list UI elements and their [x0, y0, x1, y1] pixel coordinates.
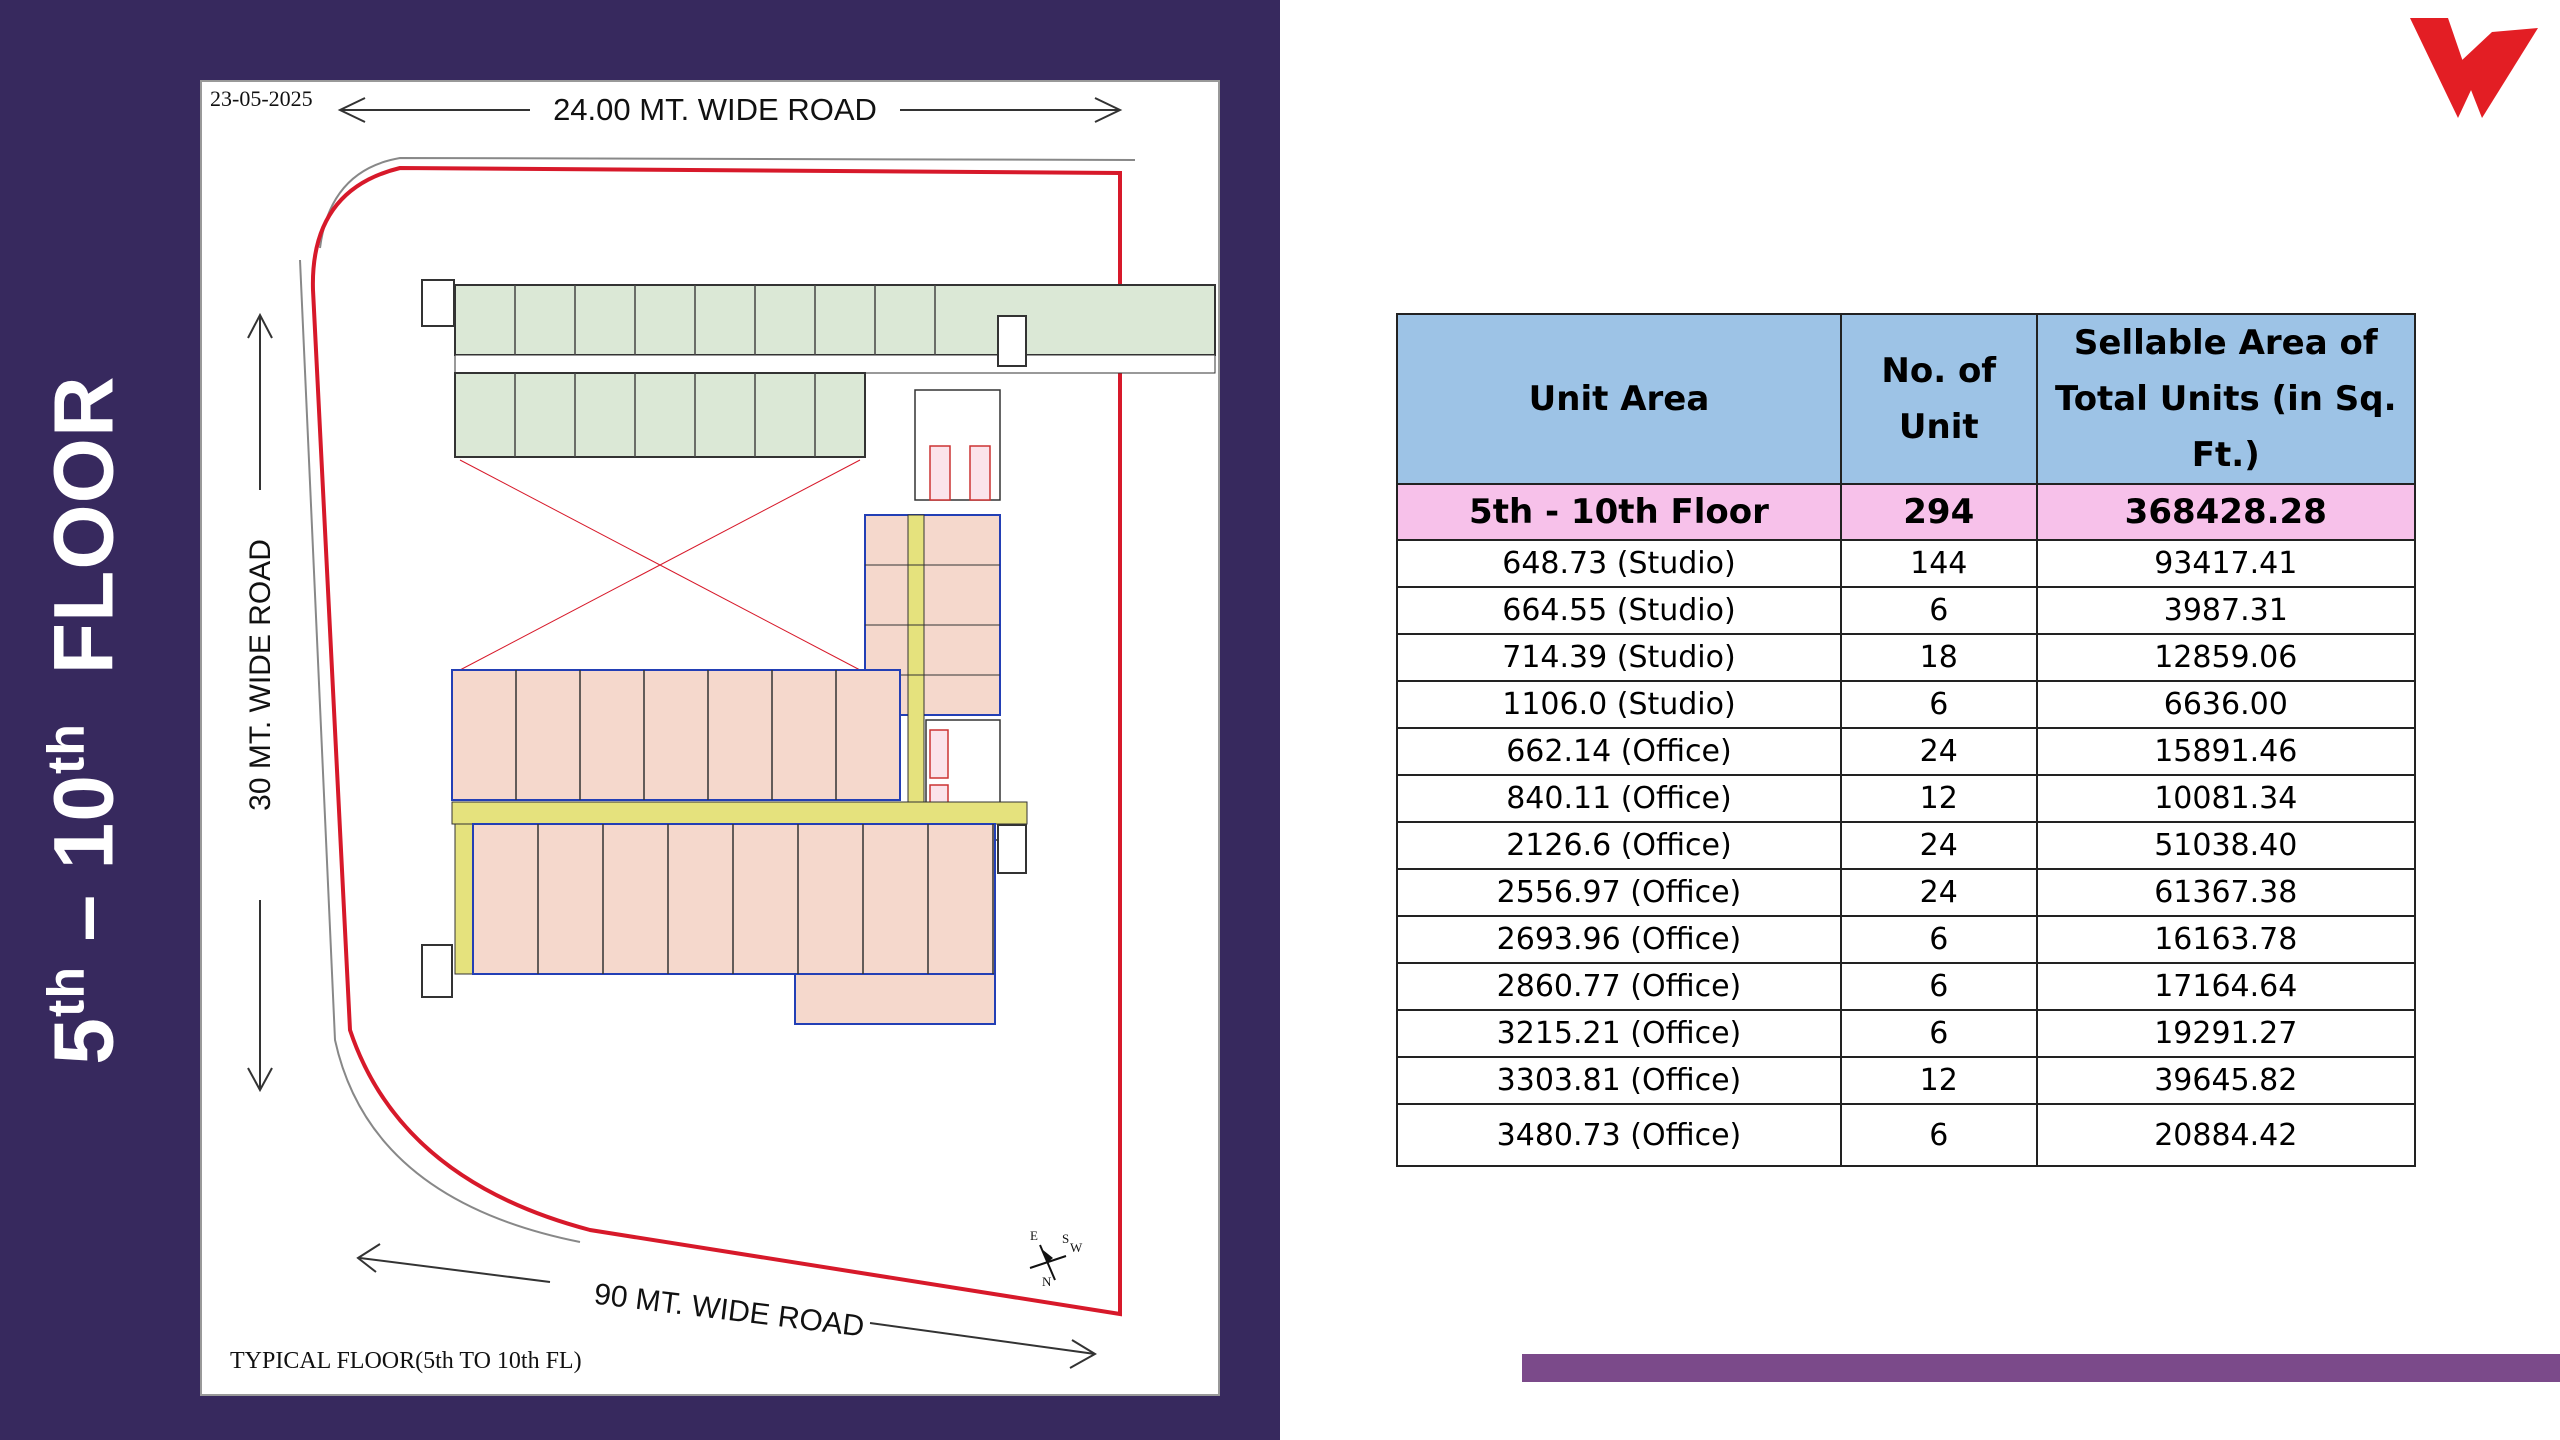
unit-area-cell: 1106.0 (Studio)	[1396, 680, 1842, 729]
unit-area-cell: 714.39 (Studio)	[1396, 633, 1842, 682]
unit-count-cell: 24	[1839, 821, 2038, 870]
sellable-area-cell: 15891.46	[2035, 727, 2417, 776]
floor-plan-drawing: 23-05-2025 24.00 MT. WIDE ROAD 30 MT. WI…	[200, 80, 1220, 1396]
left-road-arrow	[247, 312, 273, 1093]
bottom-road-arrow	[356, 1243, 1097, 1369]
top-road-label: 24.00 MT. WIDE ROAD	[553, 92, 877, 127]
unit-area-cell: 2693.96 (Office)	[1396, 915, 1842, 964]
compass-e: E	[1030, 1228, 1038, 1243]
unit-area-cell: 662.14 (Office)	[1396, 727, 1842, 776]
sellable-area-cell: 39645.82	[2035, 1056, 2417, 1105]
unit-area-cell: 3480.73 (Office)	[1396, 1103, 1842, 1167]
unit-area-cell: 3215.21 (Office)	[1396, 1009, 1842, 1058]
unit-count-cell: 18	[1839, 633, 2038, 682]
sellable-area-cell: 12859.06	[2035, 633, 2417, 682]
summary-area: 368428.28	[2035, 483, 2417, 541]
table-header-row: Unit Area No. of Unit Sellable Area of T…	[1396, 313, 2417, 485]
unit-area-cell: 2556.97 (Office)	[1396, 868, 1842, 917]
unit-count-cell: 12	[1839, 1056, 2038, 1105]
upper-studio-block	[421, 279, 1216, 501]
sellable-area-cell: 61367.38	[2035, 868, 2417, 917]
open-cutout	[459, 459, 861, 671]
middle-office-block	[451, 669, 901, 801]
unit-count-cell: 6	[1839, 915, 2038, 964]
header-unit-area: Unit Area	[1396, 313, 1842, 485]
lower-office-block	[421, 823, 1027, 1025]
left-panel: 5th – 10th FLOOR 23-05-2025 24.00 MT. WI…	[0, 0, 1280, 1440]
unit-area-table: Unit Area No. of Unit Sellable Area of T…	[1396, 313, 2417, 1167]
plan-date: 23-05-2025	[210, 86, 313, 111]
compass-w: W	[1070, 1240, 1083, 1255]
sellable-area-cell: 51038.40	[2035, 821, 2417, 870]
unit-area-cell: 3303.81 (Office)	[1396, 1056, 1842, 1105]
floor-plan-card: 23-05-2025 24.00 MT. WIDE ROAD 30 MT. WI…	[200, 80, 1220, 1396]
unit-count-cell: 6	[1839, 586, 2038, 635]
unit-area-cell: 2860.77 (Office)	[1396, 962, 1842, 1011]
left-road-label: 30 MT. WIDE ROAD	[244, 539, 277, 811]
sellable-area-cell: 6636.00	[2035, 680, 2417, 729]
top-road-arrow	[337, 97, 1123, 123]
sellable-area-cell: 17164.64	[2035, 962, 2417, 1011]
plan-caption: TYPICAL FLOOR(5th TO 10th FL)	[230, 1348, 582, 1374]
unit-count-cell: 6	[1839, 962, 2038, 1011]
unit-area-cell: 840.11 (Office)	[1396, 774, 1842, 823]
title-part-1: 5	[36, 1016, 131, 1065]
sellable-area-cell: 19291.27	[2035, 1009, 2417, 1058]
summary-label: 5th - 10th Floor	[1396, 483, 1842, 541]
unit-count-cell: 24	[1839, 727, 2038, 776]
title-sup-2: th	[37, 722, 96, 775]
unit-count-cell: 24	[1839, 868, 2038, 917]
sellable-area-cell: 20884.42	[2035, 1103, 2417, 1167]
summary-row: 5th - 10th Floor 294 368428.28	[1396, 483, 2417, 541]
sellable-area-cell: 93417.41	[2035, 539, 2417, 588]
accent-bar	[1522, 1354, 2560, 1382]
site-boundary	[310, 165, 1122, 1317]
logo-left-chevron	[2410, 18, 2472, 118]
unit-count-cell: 6	[1839, 680, 2038, 729]
header-sellable-area: Sellable Area of Total Units (in Sq. Ft.…	[2035, 313, 2417, 485]
sellable-area-cell: 10081.34	[2035, 774, 2417, 823]
unit-count-cell: 144	[1839, 539, 2038, 588]
brand-logo	[2410, 18, 2538, 118]
vertical-floor-title: 5th – 10th FLOOR	[36, 375, 133, 1064]
unit-count-cell: 12	[1839, 774, 2038, 823]
unit-area-cell: 2126.6 (Office)	[1396, 821, 1842, 870]
unit-count-cell: 6	[1839, 1009, 2038, 1058]
bottom-road-label: 90 MT. WIDE ROAD	[592, 1278, 866, 1344]
unit-area-cell: 664.55 (Studio)	[1396, 586, 1842, 635]
logo-right-chevron	[2460, 28, 2538, 118]
sellable-area-cell: 16163.78	[2035, 915, 2417, 964]
sellable-area-cell: 3987.31	[2035, 586, 2417, 635]
office-corridor	[451, 801, 1028, 825]
compass-rose: S W N E	[1029, 1228, 1083, 1289]
title-sup-1: th	[37, 965, 96, 1017]
unit-count-cell: 6	[1839, 1103, 2038, 1167]
compass-n: N	[1042, 1274, 1052, 1289]
site-boundary-inner	[299, 259, 581, 1243]
title-part-3: FLOOR	[36, 375, 131, 723]
compass-s: S	[1062, 1231, 1069, 1246]
title-part-2: – 10	[36, 774, 131, 966]
header-no-of-unit: No. of Unit	[1839, 313, 2038, 485]
unit-area-cell: 648.73 (Studio)	[1396, 539, 1842, 588]
summary-units: 294	[1839, 483, 2038, 541]
